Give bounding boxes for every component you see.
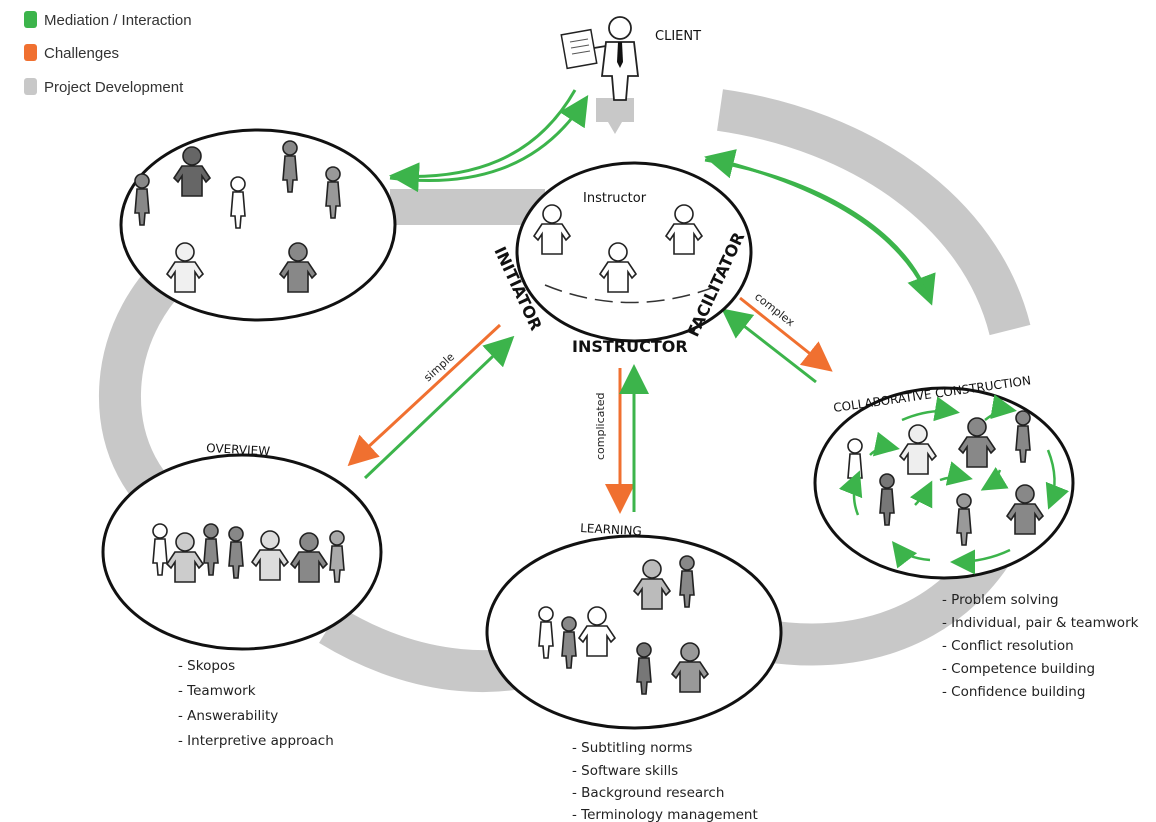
collaborative-item: - Individual, pair & teamwork (942, 615, 1139, 631)
overview-node (101, 453, 383, 651)
learning-list: - Subtitling norms - Software skills - B… (572, 740, 758, 822)
document-icon (560, 28, 598, 70)
arrow-label-complex: complex (752, 290, 797, 329)
arrow-label-complicated: complicated (594, 393, 607, 460)
team-node (119, 128, 397, 322)
interaction-arrows (347, 89, 936, 514)
client-figure (560, 16, 640, 101)
collaboration-cycle-arrows (838, 394, 1070, 575)
arrow-complex-challenge (739, 296, 833, 372)
learning-item: - Terminology management (572, 807, 758, 822)
learning-item: - Subtitling norms (572, 740, 692, 756)
overview-item: - Teamwork (178, 683, 256, 699)
collaborative-item: - Problem solving (942, 592, 1059, 608)
arrow-team-to-client (389, 94, 589, 183)
learning-item: - Background research (572, 785, 724, 801)
collaborative-item: - Conflict resolution (942, 638, 1074, 654)
collaborative-node (813, 386, 1075, 580)
client-label: CLIENT (655, 29, 701, 44)
role-instructor: INSTRUCTOR (572, 337, 688, 356)
overview-list: - Skopos - Teamwork - Answerability - In… (178, 658, 334, 749)
collaborative-list: - Problem solving - Individual, pair & t… (942, 592, 1139, 700)
client-down-arrow (596, 98, 634, 134)
legend-label-project-development: Project Development (44, 79, 184, 96)
arrow-client-to-team (389, 89, 577, 193)
overview-title: OVERVIEW (206, 441, 271, 458)
arrow-collaborative-to-instructor (704, 149, 927, 291)
cycle-segment-top-right (717, 89, 1031, 336)
overview-item: - Interpretive approach (178, 733, 334, 749)
learning-node (485, 534, 783, 730)
overview-item: - Answerability (178, 708, 278, 724)
legend-swatch-mediation (24, 11, 37, 28)
instructor-heading: Instructor (583, 191, 647, 206)
legend-label-challenges: Challenges (44, 45, 119, 62)
legend-swatch-project-development (24, 78, 37, 95)
arrow-simple-mediation (363, 335, 515, 480)
learning-item: - Software skills (572, 763, 678, 779)
instructor-node: Instructor (515, 161, 753, 343)
arrow-simple-challenge (347, 323, 502, 467)
collaborative-item: - Competence building (942, 661, 1095, 677)
arrow-label-simple: simple (421, 350, 457, 384)
legend-swatch-challenges (24, 44, 37, 61)
collaborative-item: - Confidence building (942, 684, 1085, 700)
arrow-complex-mediation (721, 308, 817, 384)
legend-label-mediation: Mediation / Interaction (44, 12, 192, 29)
legend: Mediation / Interaction Challenges Proje… (24, 11, 192, 96)
overview-item: - Skopos (178, 658, 235, 674)
learning-title: LEARNING (580, 521, 642, 538)
